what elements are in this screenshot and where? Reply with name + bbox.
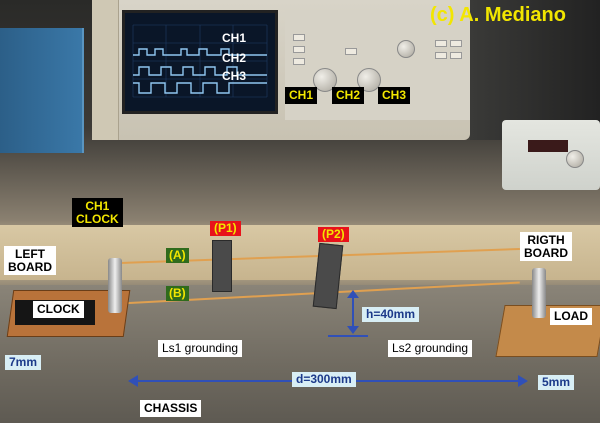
- left-standoff-label: 7mm: [5, 355, 42, 370]
- right-board-label: RIGTH BOARD: [520, 232, 572, 262]
- wooden-spacer-block: [0, 225, 600, 280]
- soldering-station-display: [528, 140, 568, 152]
- copyright-label: (c) A. Mediano: [430, 4, 566, 26]
- clock-label: CLOCK: [33, 301, 84, 318]
- load-label: LOAD: [550, 308, 592, 325]
- height-arrow-up-icon: [347, 290, 359, 298]
- trigger-level-knob: [397, 40, 415, 58]
- channel-label-ch3: CH3: [378, 87, 411, 104]
- distance-label: d=300mm: [292, 372, 356, 387]
- right-standoff-label: 5mm: [538, 375, 575, 390]
- oscilloscope-floppy-drive: [92, 0, 119, 140]
- ch1-clock-label: CH1 CLOCK: [72, 198, 123, 228]
- scope-button: [345, 48, 357, 55]
- ls2-grounding-label: Ls2 grounding: [388, 340, 473, 357]
- right-board-line1: RIGTH: [527, 233, 565, 247]
- scope-button: [450, 40, 462, 47]
- screen-label-ch3: CH3: [222, 69, 247, 83]
- right-board-line2: BOARD: [524, 245, 568, 260]
- scope-button: [293, 34, 305, 41]
- wire-b-label: (B): [166, 286, 189, 301]
- ch1-clock-line2: CLOCK: [76, 211, 119, 226]
- screen-label-ch2: CH2: [222, 51, 247, 65]
- left-board-label: LEFT BOARD: [4, 246, 56, 276]
- channel-label-ch2: CH2: [332, 87, 365, 104]
- chassis-label: CHASSIS: [140, 400, 202, 417]
- waveform-traces: [132, 24, 268, 98]
- probe-p2-label: (P2): [318, 227, 349, 242]
- distance-arrow-right-icon: [518, 375, 528, 387]
- ls1-grounding-label: Ls1 grounding: [158, 340, 243, 357]
- scope-button: [293, 46, 305, 53]
- channel-label-ch1: CH1: [285, 87, 318, 104]
- probe-p1-label: (P1): [210, 221, 241, 236]
- right-bnc-connector: [532, 268, 546, 318]
- soldering-station-knob: [566, 150, 584, 168]
- soldering-station: [502, 120, 600, 190]
- screen-label-ch1: CH1: [222, 31, 247, 45]
- distance-arrow-left-icon: [128, 375, 138, 387]
- scope-button: [435, 52, 447, 59]
- scope-button: [293, 58, 305, 65]
- left-board-line1: LEFT: [15, 247, 45, 261]
- left-board-line2: BOARD: [8, 259, 52, 274]
- background-equipment: [470, 0, 600, 140]
- wire-a-label: (A): [166, 248, 189, 263]
- height-arrow-line: [352, 296, 354, 330]
- scope-button: [435, 40, 447, 47]
- left-bnc-connector: [108, 258, 122, 313]
- ch1-clock-line1: CH1: [85, 199, 110, 213]
- height-baseline: [328, 335, 368, 337]
- height-label: h=40mm: [362, 307, 420, 322]
- height-arrow-down-icon: [347, 326, 359, 334]
- current-probe-p1: [212, 240, 232, 292]
- oscilloscope-screen: [122, 10, 278, 114]
- scope-button: [450, 52, 462, 59]
- blue-equipment-case: [0, 28, 84, 153]
